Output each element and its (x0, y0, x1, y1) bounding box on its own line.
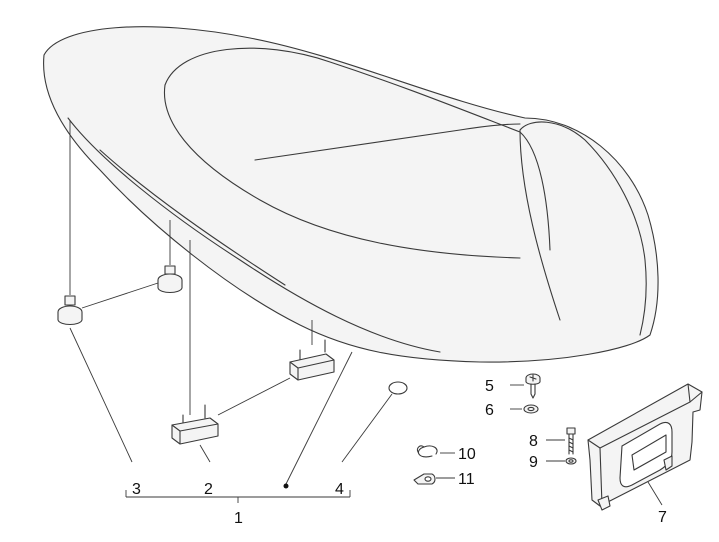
leader-3 (69, 327, 133, 463)
bolt (546, 427, 576, 455)
leader-2 (199, 444, 211, 463)
seat (43, 26, 659, 363)
rubber-bumper-left (57, 120, 83, 326)
callout-8: 8 (529, 433, 538, 450)
callout-5: 5 (485, 378, 494, 395)
cable-clamp (413, 473, 455, 485)
callout-7: 7 (658, 509, 667, 526)
small-washer (546, 457, 577, 465)
reference-dot (283, 483, 289, 489)
group-bracket (125, 490, 351, 503)
mounting-plate (587, 383, 703, 511)
rubber-bumper-right (157, 220, 183, 294)
callout-11: 11 (458, 471, 475, 488)
callout-2: 2 (204, 481, 213, 498)
washer (510, 404, 539, 414)
hinge-bracket-front (171, 240, 219, 445)
o-ring (341, 381, 408, 463)
callout-1: 1 (234, 510, 243, 527)
callout-9: 9 (529, 454, 538, 471)
hinge-bracket-rear (289, 320, 335, 381)
leader-seat (285, 351, 353, 485)
callout-4: 4 (335, 481, 344, 498)
callout-3: 3 (132, 481, 141, 498)
callout-10: 10 (458, 446, 476, 463)
spring-clip (416, 445, 455, 458)
callout-6: 6 (485, 402, 494, 419)
screw (510, 373, 541, 399)
